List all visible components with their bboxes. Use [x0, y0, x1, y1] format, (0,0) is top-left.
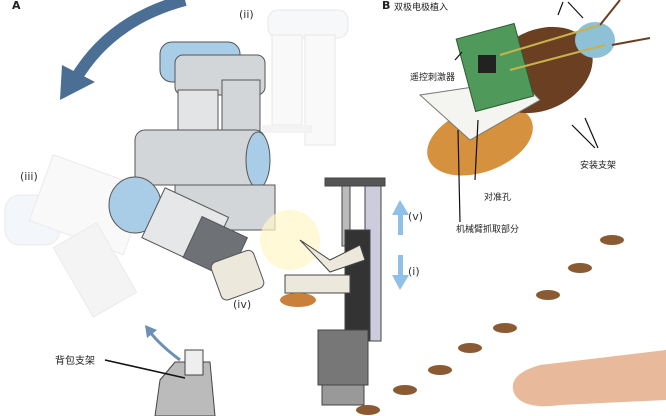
- ghost-arm-ii: [262, 9, 349, 146]
- backpack-mount-device: [154, 349, 216, 416]
- panel-b-title: 双极电极植入: [394, 3, 449, 13]
- stage-ii-label: (ii): [239, 8, 254, 21]
- stage-i-label: (i): [408, 265, 420, 278]
- arm-grip-part-label: 机械臂抓取部分: [456, 225, 520, 235]
- cockroach-on-stage: [280, 293, 316, 307]
- panel-a-label: A: [12, 0, 21, 12]
- backpack-mount-pointer: [104, 359, 186, 379]
- stage-v-label: (v): [408, 210, 424, 223]
- panel-b-pointers: [454, 1, 599, 223]
- cockroach-with-backpack: [418, 0, 651, 176]
- stage-iii-label: (iii): [20, 170, 38, 183]
- stimulator-label: 遥控刺激器: [410, 73, 456, 83]
- stage-iv-label: (iv): [233, 298, 252, 311]
- cockroach-trail: [356, 235, 624, 415]
- pickup-arrow: [148, 331, 181, 362]
- ghost-arm-iii: [4, 154, 148, 318]
- panel-b-label: B: [382, 0, 391, 12]
- up-down-arrows: [392, 200, 409, 290]
- lift-stage: [284, 177, 386, 406]
- rotation-arrow: [69, 0, 187, 84]
- finger: [512, 350, 666, 407]
- mount-bracket-label: 安装支架: [580, 161, 617, 171]
- alignment-hole-label: 对准孔: [484, 193, 512, 203]
- light-glow: [260, 210, 320, 270]
- backpack-mount-label: 背包支架: [55, 356, 95, 367]
- robot-arm: [108, 41, 276, 301]
- rotation-arrowhead: [60, 65, 95, 100]
